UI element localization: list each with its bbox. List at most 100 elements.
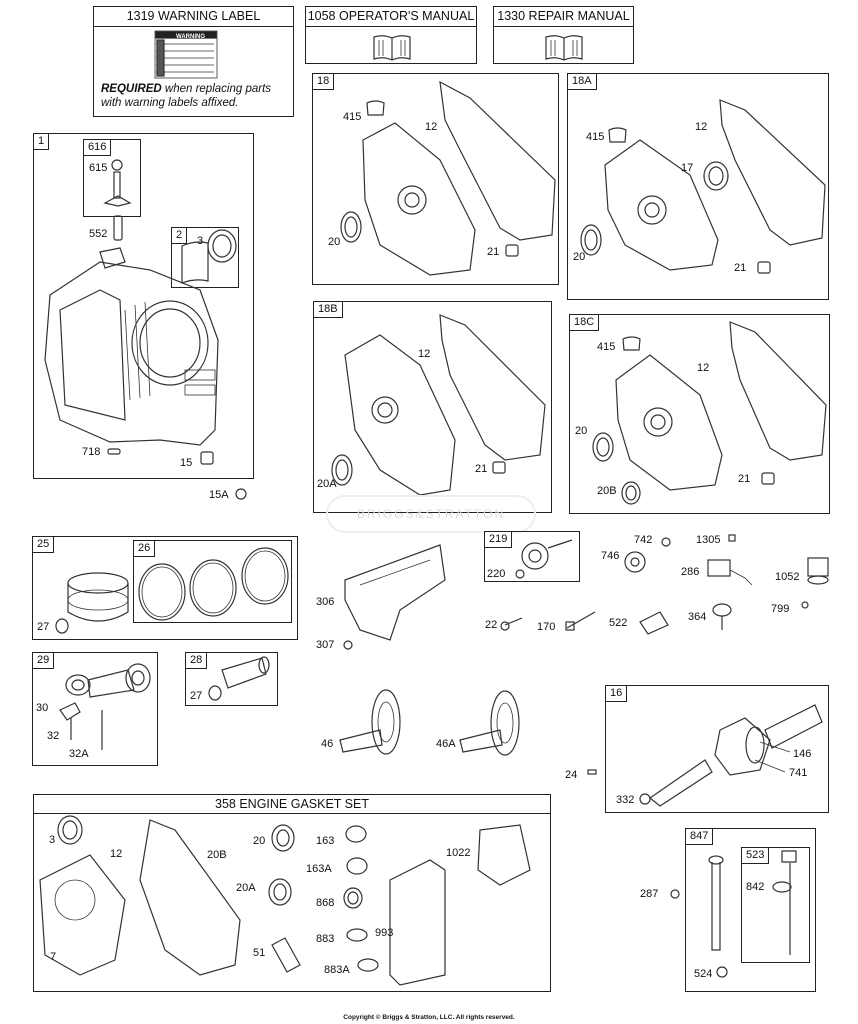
group-18A-tag: 18A	[567, 73, 597, 90]
callout-32A: 32A	[69, 748, 89, 760]
callout-364: 364	[688, 611, 707, 623]
gasket-callout-163A: 163A	[306, 863, 332, 875]
group-616: 616	[83, 139, 141, 217]
group-25-piston: 25	[32, 536, 298, 640]
callout-220: 220	[487, 568, 506, 580]
callout-15: 15	[180, 457, 193, 469]
group-18C-tag: 18C	[569, 314, 600, 331]
group-2-tag: 2	[171, 227, 188, 244]
group-25-tag: 25	[32, 536, 55, 553]
group-28-tag: 28	[185, 652, 208, 669]
callout-20A: 20A	[317, 478, 337, 490]
group-616-tag: 616	[83, 139, 112, 156]
repair-manual-box: 1330 REPAIR MANUAL	[493, 6, 634, 64]
callout-21: 21	[734, 262, 747, 274]
operators-manual-box: 1058 OPERATOR'S MANUAL	[305, 6, 477, 64]
group-847-tag: 847	[685, 828, 714, 845]
callout-522: 522	[609, 617, 628, 629]
group-358-engine-gasket-set: 358 ENGINE GASKET SET	[33, 794, 551, 992]
group-26-tag: 26	[133, 540, 156, 557]
callout-20: 20	[575, 425, 588, 437]
callout-22: 22	[485, 619, 498, 631]
group-1-cylinder: 1	[33, 133, 254, 479]
callout-332: 332	[616, 794, 635, 806]
repair-manual-title: 1330 REPAIR MANUAL	[494, 7, 633, 27]
callout-170: 170	[537, 621, 556, 633]
callout-46: 46	[321, 738, 334, 750]
callout-20: 20	[573, 251, 586, 263]
group-1-tag: 1	[33, 133, 50, 150]
operators-manual-title: 1058 OPERATOR'S MANUAL	[306, 7, 476, 27]
callout-17: 17	[681, 162, 694, 174]
group-28-wrist-pin: 28	[185, 652, 278, 706]
group-18-crankcase-cover: 18	[312, 73, 559, 285]
callout-286: 286	[681, 566, 700, 578]
group-523-tag: 523	[741, 847, 770, 864]
callout-742: 742	[634, 534, 653, 546]
callout-12: 12	[425, 121, 438, 133]
book-icon	[545, 35, 583, 61]
gasket-callout-20B: 20B	[207, 849, 227, 861]
callout-32: 32	[47, 730, 60, 742]
callout-21: 21	[738, 473, 751, 485]
group-2: 2	[171, 227, 239, 288]
gasket-callout-883A: 883A	[324, 964, 350, 976]
callout-1052: 1052	[775, 571, 800, 583]
gasket-callout-20: 20	[253, 835, 266, 847]
callout-24: 24	[565, 769, 578, 781]
callout-20: 20	[328, 236, 341, 248]
callout-146: 146	[793, 748, 812, 760]
callout-46A: 46A	[436, 738, 456, 750]
copyright-notice: Copyright © Briggs & Stratton, LLC. All …	[343, 1014, 515, 1021]
gasket-callout-3: 3	[49, 834, 56, 846]
callout-524: 524	[694, 968, 713, 980]
gasket-callout-868: 868	[316, 897, 335, 909]
group-18B-tag: 18B	[313, 301, 343, 318]
warning-required-note: REQUIRED when replacing parts with warni…	[101, 82, 271, 110]
group-523-dipstick: 523	[741, 847, 810, 963]
callout-15A: 15A	[209, 489, 229, 501]
gasket-callout-993: 993	[375, 927, 394, 939]
gasket-callout-163: 163	[316, 835, 335, 847]
gasket-set-title: 358 ENGINE GASKET SET	[34, 795, 550, 814]
callout-21: 21	[475, 463, 488, 475]
callout-746: 746	[601, 550, 620, 562]
warning-required-rest: when replacing parts	[161, 83, 272, 95]
gasket-callout-51: 51	[253, 947, 266, 959]
callout-718: 718	[82, 446, 101, 458]
callout-12: 12	[695, 121, 708, 133]
callout-415: 415	[597, 341, 616, 353]
gasket-callout-20A: 20A	[236, 882, 256, 894]
group-26-rings: 26	[133, 540, 292, 623]
book-icon	[373, 35, 411, 61]
callout-21: 21	[487, 246, 500, 258]
callout-415: 415	[586, 131, 605, 143]
callout-30: 30	[36, 702, 49, 714]
callout-27: 27	[37, 621, 50, 633]
callout-415: 415	[343, 111, 362, 123]
callout-3: 3	[197, 235, 204, 247]
callout-12: 12	[418, 348, 431, 360]
gasket-callout-1022: 1022	[446, 847, 471, 859]
callout-741: 741	[789, 767, 808, 779]
warning-label-title: 1319 WARNING LABEL	[94, 7, 293, 27]
callout-842: 842	[746, 881, 765, 893]
callout-287: 287	[640, 888, 659, 900]
gasket-callout-883: 883	[316, 933, 335, 945]
callout-1305: 1305	[696, 534, 721, 546]
callout-615: 615	[89, 162, 108, 174]
callout-307: 307	[316, 639, 335, 651]
warning-required-line2: with warning labels affixed.	[101, 97, 239, 109]
gasket-callout-7: 7	[50, 951, 57, 963]
group-18C-crankcase-cover: 18C	[569, 314, 830, 514]
warning-sticker-icon	[154, 30, 218, 79]
group-16-crankshaft: 16	[605, 685, 829, 813]
